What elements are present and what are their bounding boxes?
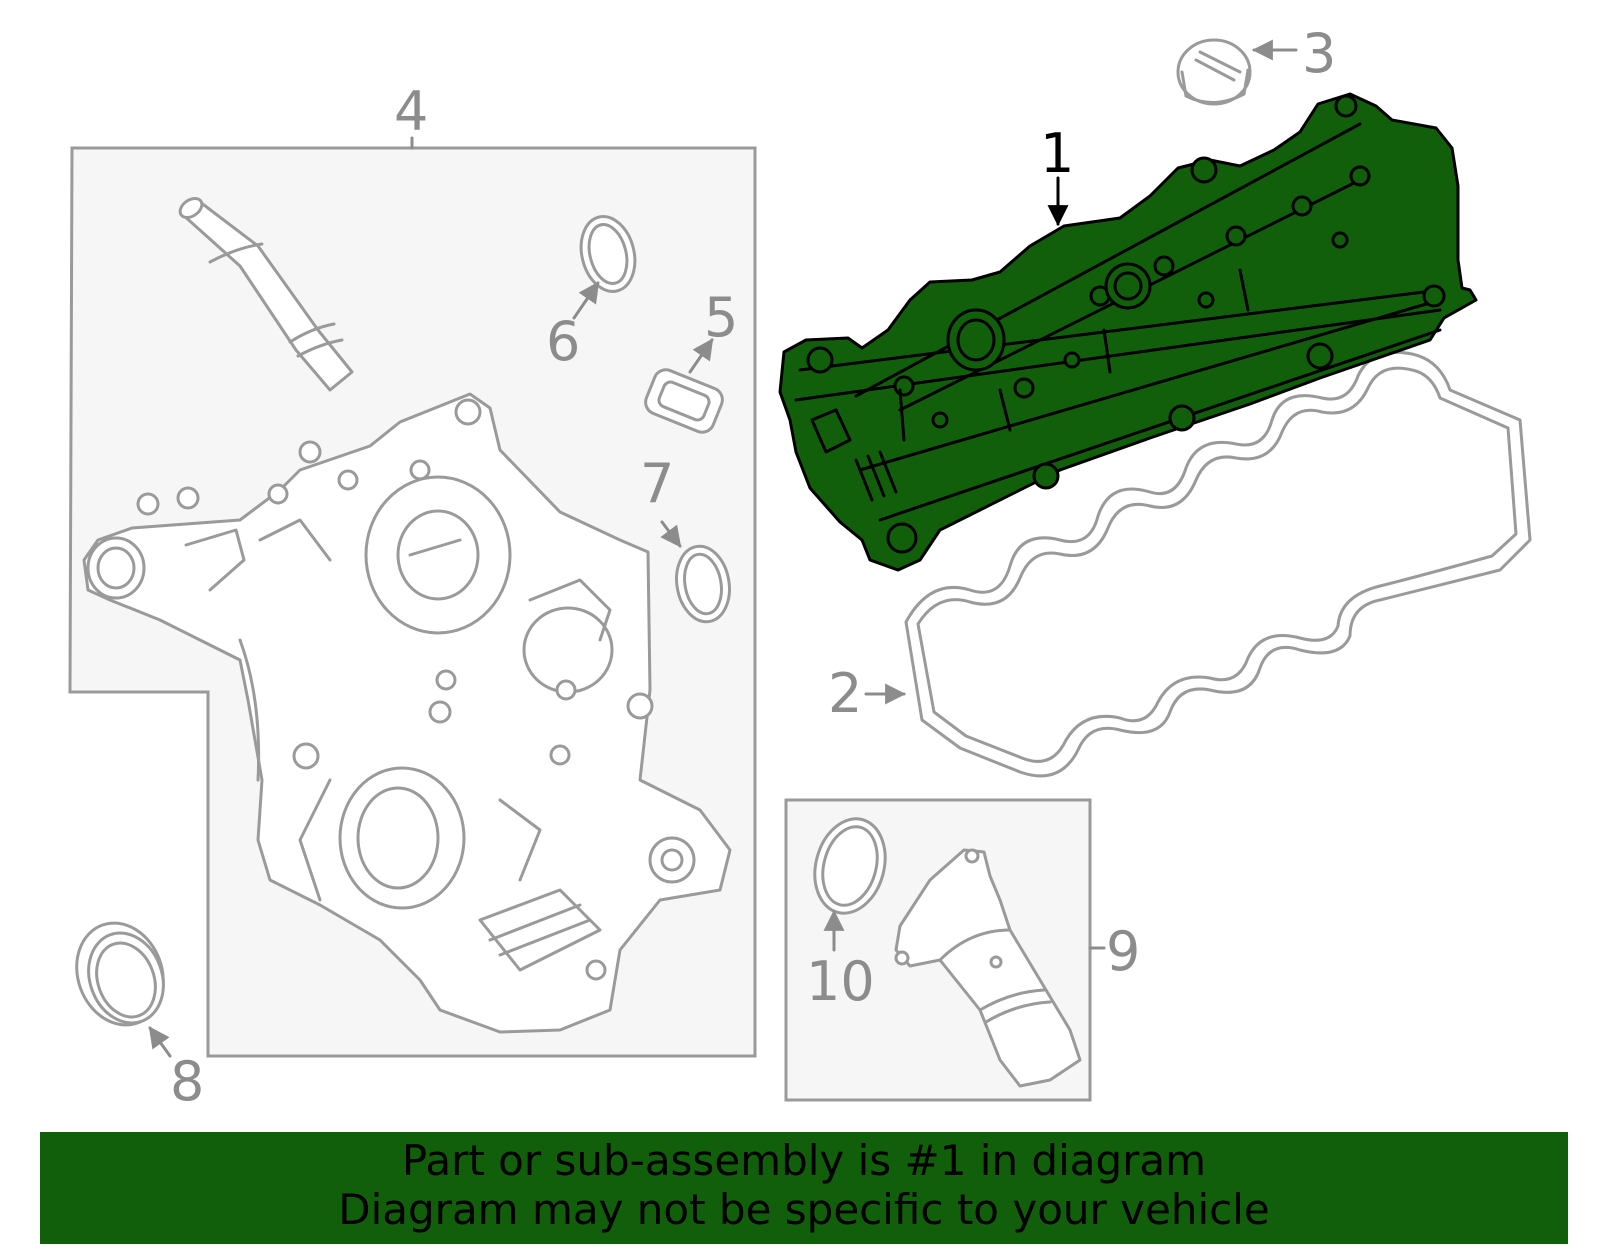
callout-4: 4	[394, 80, 428, 143]
leader-6	[572, 281, 600, 320]
leader-5	[688, 338, 714, 374]
callout-8: 8	[170, 1050, 204, 1113]
thermostat-housing	[894, 848, 1082, 1088]
gasket-2	[904, 350, 1532, 778]
callout-5: 5	[704, 286, 738, 349]
callout-6: 6	[546, 310, 580, 373]
seal-8	[75, 921, 165, 1027]
coolant-pipe	[178, 196, 354, 392]
gasket-5	[644, 368, 724, 434]
disclaimer-banner: Part or sub-assembly is #1 in diagram Di…	[40, 1132, 1568, 1244]
callout-3: 3	[1302, 22, 1336, 85]
seal-7	[675, 544, 731, 624]
callout-9: 9	[1106, 920, 1140, 983]
callout-10: 10	[806, 950, 875, 1013]
timing-cover	[82, 392, 732, 1034]
banner-line-1: Part or sub-assembly is #1 in diagram	[401, 1136, 1207, 1185]
banner-line-2: Diagram may not be specific to your vehi…	[338, 1185, 1270, 1234]
leader-7	[660, 520, 682, 548]
valve-cover-1	[778, 92, 1478, 572]
oil-cap-3	[1176, 38, 1252, 106]
seal-6	[579, 215, 637, 293]
callout-1: 1	[1040, 122, 1074, 185]
callout-2: 2	[828, 662, 862, 725]
leader-8	[148, 1026, 172, 1058]
callout-7: 7	[640, 452, 674, 515]
